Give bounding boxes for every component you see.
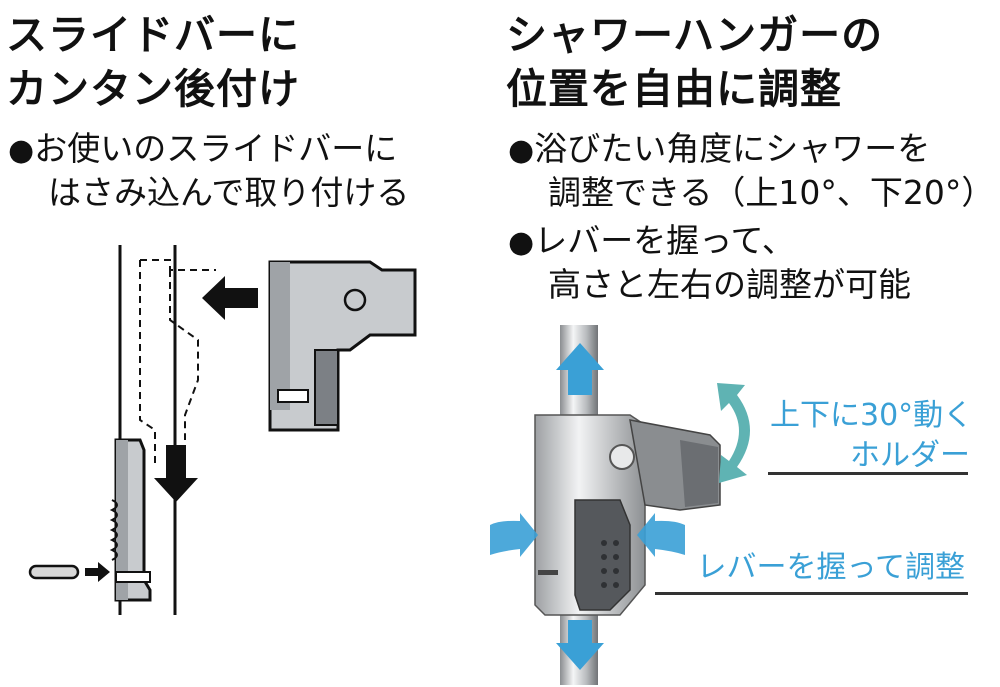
right-title: シャワーハンガーの 位置を自由に調整 bbox=[506, 8, 883, 116]
arrow-left-icon bbox=[202, 276, 258, 320]
bullet-dot: ● bbox=[508, 225, 535, 260]
arrow-right-small-icon bbox=[85, 562, 110, 582]
arrow-down-blue-icon bbox=[556, 620, 604, 670]
right-bullet2-line2: 高さと左右の調整が可能 bbox=[548, 265, 911, 304]
holder-pivot-icon bbox=[343, 288, 367, 312]
bullet-dot: ● bbox=[508, 133, 535, 168]
pivot-knob-icon bbox=[609, 444, 635, 470]
right-bullet-2: ●レバーを握って、 高さと左右の調整が可能 bbox=[508, 220, 911, 306]
shower-hanger-illustration bbox=[490, 325, 721, 685]
right-title-line2: 位置を自由に調整 bbox=[506, 65, 842, 113]
right-bullet1-line1: 浴びたい角度にシャワーを bbox=[534, 129, 931, 168]
rotate-left-arrow-icon bbox=[490, 513, 538, 557]
right-bullet2-line1: レバーを握って、 bbox=[534, 221, 795, 260]
bullet-dot: ● bbox=[8, 133, 35, 168]
lever-callout: レバーを握って調整 bbox=[696, 550, 966, 585]
rotate-right-arrow-icon bbox=[637, 513, 685, 557]
tilt-arrow-icon bbox=[717, 383, 750, 483]
holder-callout-rule bbox=[768, 472, 968, 475]
ghost-holder-outline bbox=[139, 259, 216, 465]
clamp-part bbox=[109, 438, 152, 602]
left-bullet-line2: はさみ込んで取り付ける bbox=[48, 173, 410, 212]
right-bullet-1: ●浴びたい角度にシャワーを 調整できる（上10°、下20°） bbox=[508, 128, 994, 214]
left-title: スライドバーに カンタン後付け bbox=[6, 8, 300, 116]
left-title-line1: スライドバーに bbox=[6, 11, 300, 59]
arrow-down-icon bbox=[154, 445, 198, 502]
holder-callout-line1: 上下に30°動く bbox=[770, 398, 974, 433]
holder-part bbox=[268, 260, 417, 432]
right-title-line1: シャワーハンガーの bbox=[506, 11, 884, 59]
screw-pin bbox=[28, 564, 80, 580]
arrow-up-icon bbox=[556, 343, 604, 395]
left-bullet: ●お使いのスライドバーに はさみ込んで取り付ける bbox=[8, 128, 409, 214]
install-diagram bbox=[28, 245, 417, 615]
left-bullet-line1: お使いのスライドバーに bbox=[34, 129, 398, 168]
holder-callout: 上下に30°動く ホルダー bbox=[770, 396, 974, 476]
left-title-line2: カンタン後付け bbox=[6, 65, 300, 113]
right-bullet1-line2: 調整できる（上10°、下20°） bbox=[548, 173, 995, 212]
holder-callout-line2: ホルダー bbox=[850, 438, 970, 473]
lever-callout-rule bbox=[655, 592, 968, 595]
